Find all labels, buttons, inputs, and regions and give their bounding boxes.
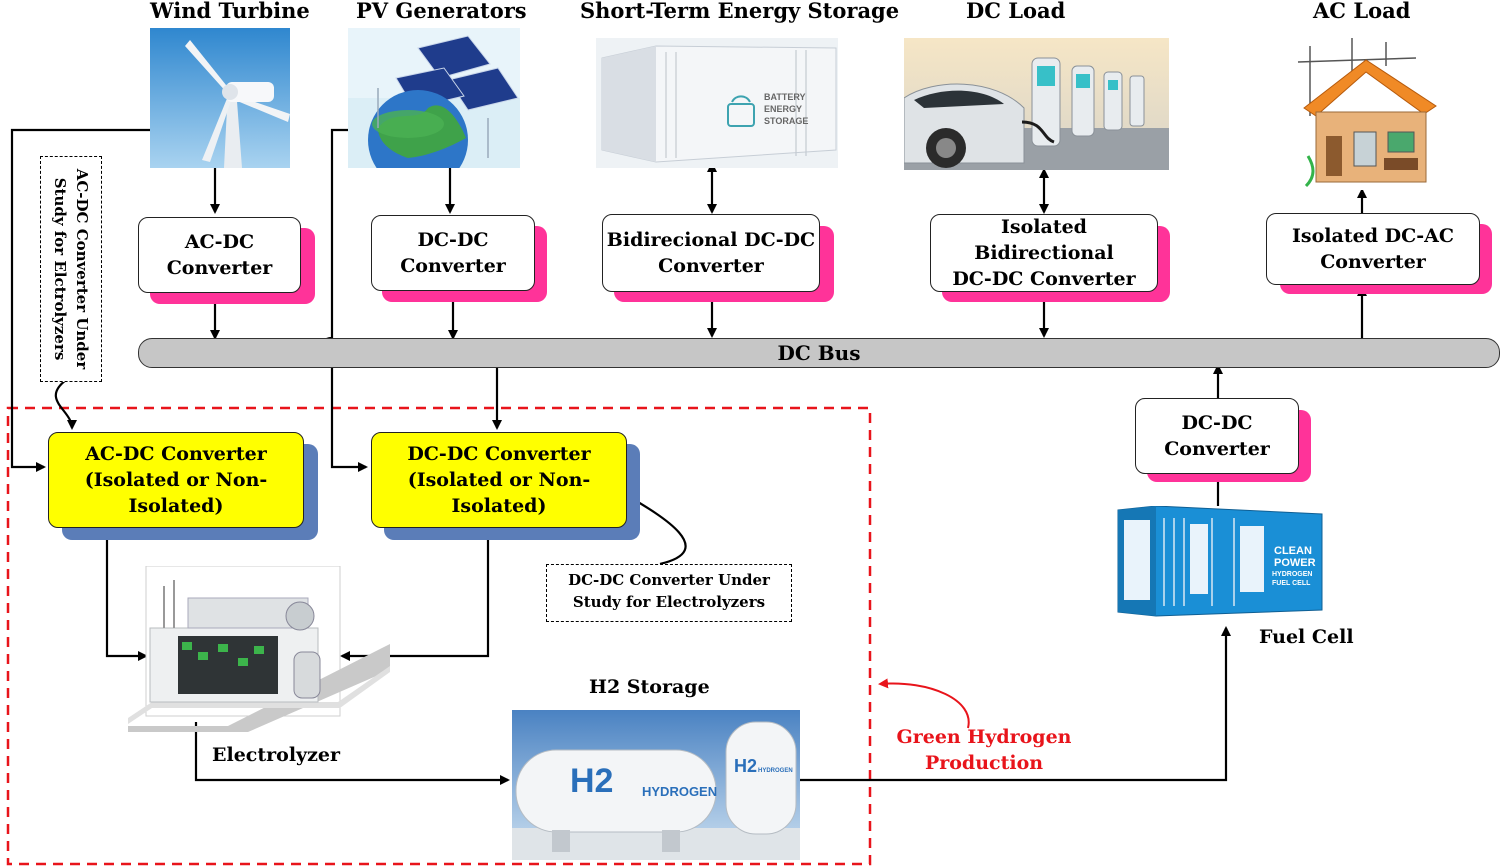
wind-turbine-title: Wind Turbine xyxy=(150,0,310,23)
pv-generators-image xyxy=(348,28,520,168)
ac-dc-note-connector xyxy=(54,379,77,430)
green-h2-pointer xyxy=(878,678,970,729)
acdc-to-electrolyzer-arrow xyxy=(105,528,148,661)
ac-dc-study-note: AC-DC Converter Under Study for Elctroly… xyxy=(40,156,102,382)
dc-bus: DC Bus xyxy=(138,338,1500,368)
dc-load-title: DC Load xyxy=(966,0,1066,23)
dc-dc-study-note: DC-DC Converter Under Study for Electrol… xyxy=(546,564,792,622)
pv-dc-dc-converter[interactable]: DC-DC Converter xyxy=(371,215,535,291)
electrolyzer-dc-dc-converter[interactable]: DC-DC Converter (Isolated or Non- Isolat… xyxy=(371,432,627,528)
svg-text:BATTERY ENERGY STO: BATTERY ENERGY STORAGE xyxy=(764,92,808,126)
electrolyzer-ac-dc-converter[interactable]: AC-DC Converter (Isolated or Non- Isolat… xyxy=(48,432,304,528)
fuel-cell-dc-dc-converter[interactable]: DC-DC Converter xyxy=(1135,398,1299,474)
dcload-isolated-bidirectional-converter[interactable]: Isolated Bidirectional DC-DC Converter xyxy=(930,214,1158,292)
battery-storage-image: BATTERY ENERGY STORAGE xyxy=(596,38,838,168)
h2-storage-image: H2 HYDROGEN H2 HYDROGEN xyxy=(512,710,800,860)
pv-dc-dc-converter-label: DC-DC Converter xyxy=(400,229,506,277)
electrolyzer-image xyxy=(128,566,390,732)
dc-dc-study-note-text: DC-DC Converter Under Study for Electrol… xyxy=(568,571,770,611)
h2-storage-label: H2 Storage xyxy=(589,676,710,698)
electrolyzer-to-h2-arrow xyxy=(194,722,510,785)
pv-feed-line xyxy=(316,128,368,472)
ac-dc-study-note-text: AC-DC Converter Under Study for Elctroly… xyxy=(51,168,91,370)
hydrogen-text: HYDROGEN xyxy=(642,784,717,799)
hydrogen-small-text: HYDROGEN xyxy=(758,768,793,774)
wind-ac-dc-converter[interactable]: AC-DC Converter xyxy=(138,217,301,293)
wind-turbine-image xyxy=(150,28,290,168)
storage-title: Short-Term Energy Storage xyxy=(580,0,900,23)
electrolyzer-dc-dc-converter-label: DC-DC Converter (Isolated or Non- Isolat… xyxy=(407,443,591,517)
wind-ac-dc-converter-label: AC-DC Converter xyxy=(166,231,273,279)
dcdc-to-electrolyzer-arrow xyxy=(340,540,490,661)
green-hydrogen-region xyxy=(6,406,872,866)
ac-load-title: AC Load xyxy=(1313,0,1411,23)
fuel-cell-dc-dc-converter-label: DC-DC Converter xyxy=(1164,412,1270,460)
wind-feed-line xyxy=(10,128,150,472)
pv-generators-title: PV Generators xyxy=(356,0,527,23)
dcload-isolated-bidirectional-converter-label: Isolated Bidirectional DC-DC Converter xyxy=(952,216,1136,290)
ev-charging-image xyxy=(904,38,1169,170)
h2-small-text: H2 xyxy=(734,756,757,776)
h2-big-text: H2 xyxy=(570,762,613,800)
storage-bidirectional-converter[interactable]: Bidirecional DC-DC Converter xyxy=(602,214,820,292)
acload-isolated-dc-ac-converter[interactable]: Isolated DC-AC Converter xyxy=(1266,213,1480,285)
acload-isolated-dc-ac-converter-label: Isolated DC-AC Converter xyxy=(1292,225,1454,273)
h2-to-fuelcell-arrow xyxy=(800,626,1231,782)
battery-text: BATTERY xyxy=(764,92,805,102)
dc-dc-note-connector xyxy=(626,494,687,566)
fuel-cell-label: Fuel Cell xyxy=(1259,626,1354,648)
green-hydrogen-label: Green Hydrogen Production xyxy=(896,726,1072,774)
dc-bus-label: DC Bus xyxy=(777,341,861,365)
storage-bidirectional-converter-label: Bidirecional DC-DC Converter xyxy=(606,229,816,277)
electrolyzer-ac-dc-converter-label: AC-DC Converter (Isolated or Non- Isolat… xyxy=(84,443,268,517)
electrolyzer-label: Electrolyzer xyxy=(212,744,340,766)
house-image xyxy=(1296,36,1442,190)
